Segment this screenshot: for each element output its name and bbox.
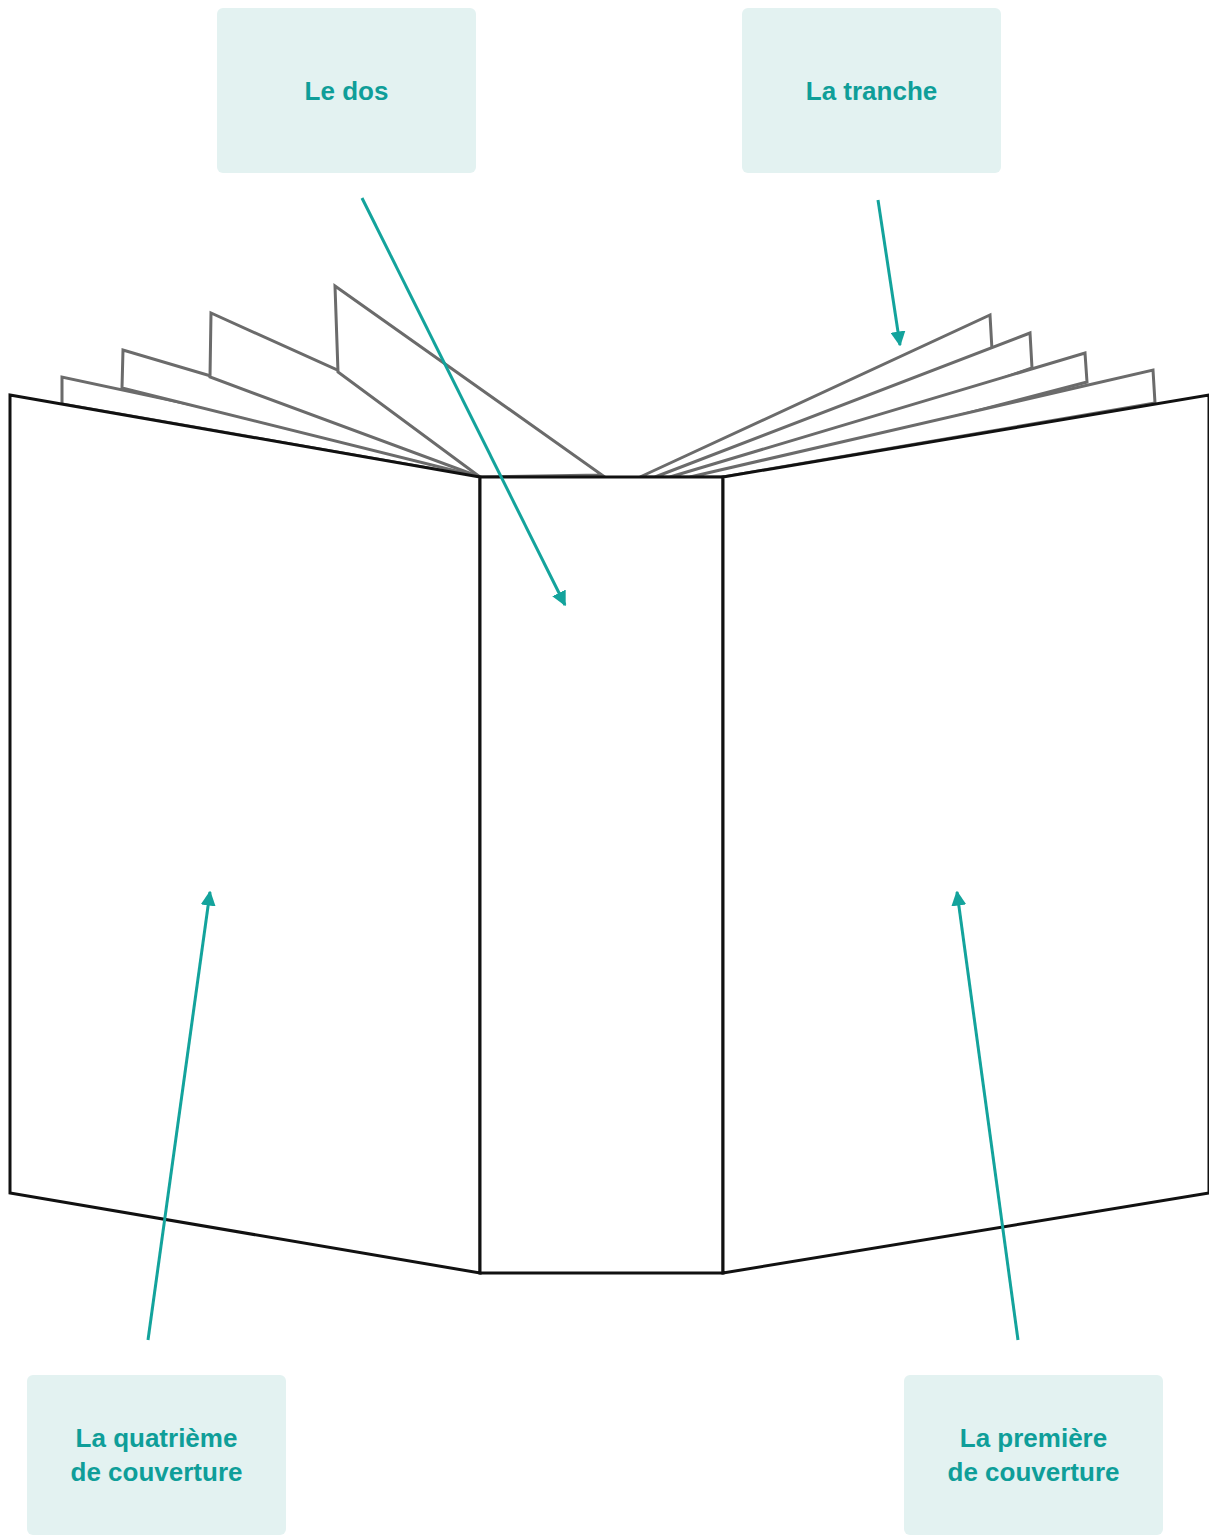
- part-name: Le dos: [305, 74, 389, 108]
- leader-arrow: [362, 198, 565, 605]
- leader-arrow: [957, 892, 1018, 1340]
- spine: [480, 477, 723, 1273]
- label-box: La première de couverture: [904, 1375, 1163, 1535]
- leader-arrow: [148, 892, 210, 1340]
- leader-arrows: [148, 198, 1018, 1340]
- book-cover: [10, 395, 1209, 1273]
- back-cover: [10, 395, 480, 1273]
- part-name: La première de couverture: [944, 1421, 1123, 1489]
- part-name: La quatrième de couverture: [67, 1421, 246, 1489]
- part-name: La tranche: [806, 74, 938, 108]
- leader-arrow: [878, 200, 900, 345]
- label-box: Le dos: [217, 8, 476, 173]
- front-cover: [723, 395, 1209, 1273]
- label-box: La quatrième de couverture: [27, 1375, 286, 1535]
- label-box: La tranche: [742, 8, 1001, 173]
